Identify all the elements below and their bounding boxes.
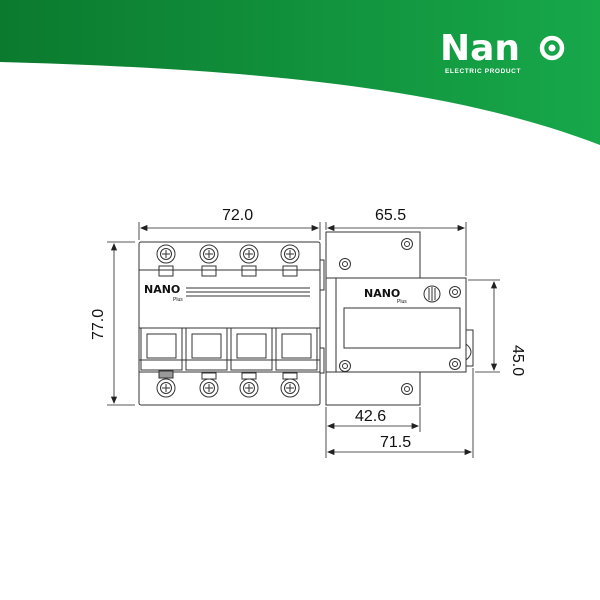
terminal-tab (282, 265, 298, 277)
arrow-icon (311, 224, 320, 232)
screw-icon (239, 244, 259, 264)
screw-icon (243, 382, 255, 394)
knob-grip-icon (428, 287, 436, 301)
terminal-tab (158, 265, 174, 277)
screw-cross-icon (245, 250, 253, 258)
arrow-icon (110, 396, 118, 405)
brand-logo: Nan ELECTRIC PRODUCT (440, 28, 565, 75)
front-module-sub: Plus (173, 297, 183, 303)
rivet-icon (339, 258, 351, 270)
terminal-tab (241, 265, 257, 277)
side-module-sub: Plus (397, 299, 407, 305)
arrow-icon (411, 422, 420, 430)
rivet-icon (342, 261, 348, 267)
rivet-icon (401, 383, 413, 395)
screw-icon (284, 382, 296, 394)
dim-side-top: 65.5 (375, 207, 406, 224)
side-view (325, 231, 474, 406)
arrow-icon (457, 224, 466, 232)
front-ear-right-low (319, 347, 325, 374)
knob-icon (423, 285, 441, 303)
dim-side-bottom-outer: 71.5 (380, 434, 411, 451)
rivet-icon (449, 286, 461, 298)
side-clip (465, 329, 474, 367)
brand-tagline: ELECTRIC PRODUCT (445, 68, 521, 75)
toggle-frame (185, 327, 228, 371)
rivet-icon (339, 360, 351, 372)
rivet-icon (449, 358, 461, 370)
screw-cross-icon (286, 250, 294, 258)
brand-o-ring-icon (539, 35, 565, 61)
toggle-frame (275, 327, 318, 371)
arrow-icon (464, 448, 473, 456)
front-top-screws (156, 244, 300, 264)
screw-icon (156, 378, 176, 398)
screw-cross-icon (286, 384, 294, 392)
dim-side-right: 45.0 (509, 345, 526, 376)
arrow-icon (490, 363, 498, 372)
brand-o-dot-icon (548, 44, 556, 52)
rivet-icon (404, 386, 410, 392)
toggle-window (236, 333, 267, 359)
rivet-icon (401, 238, 413, 250)
front-view (138, 241, 325, 406)
side-dimensions (325, 222, 500, 458)
side-rear-outline (325, 232, 421, 406)
screw-icon (239, 378, 259, 398)
dim-side-bottom-inner: 42.6 (355, 408, 386, 425)
toggle-window (281, 333, 312, 359)
screw-cross-icon (245, 384, 253, 392)
front-toggles (140, 327, 318, 371)
arrow-icon (326, 422, 335, 430)
screw-icon (243, 248, 255, 260)
screw-icon (280, 378, 300, 398)
dim-front-width: 72.0 (222, 207, 253, 224)
rivet-icon (404, 241, 410, 247)
screw-icon (199, 378, 219, 398)
screw-icon (160, 382, 172, 394)
rivet-icon (342, 363, 348, 369)
screw-cross-icon (162, 384, 170, 392)
screw-cross-icon (162, 250, 170, 258)
rivet-icon (452, 289, 458, 295)
toggle-window (191, 333, 222, 359)
front-module-brand: NANO (144, 283, 180, 296)
screw-cross-icon (205, 384, 213, 392)
screw-icon (203, 248, 215, 260)
front-dimensions (107, 222, 321, 406)
brand-name: Nan (440, 28, 520, 69)
front-bottom-screws (156, 370, 300, 398)
front-lower-rail (138, 359, 321, 373)
side-front-block (335, 277, 467, 373)
screw-cross-icon (205, 250, 213, 258)
arrow-icon (139, 224, 148, 232)
arrow-icon (326, 224, 335, 232)
screw-icon (199, 244, 219, 264)
side-end-cap (465, 343, 472, 361)
arrow-icon (326, 448, 335, 456)
arrow-icon (110, 242, 118, 251)
side-window (343, 307, 461, 349)
screw-icon (203, 382, 215, 394)
front-ear-right (319, 259, 325, 291)
terminal-tab (201, 265, 217, 277)
header-band (0, 0, 600, 145)
toggle-frame (140, 327, 183, 371)
toggle-frame (230, 327, 273, 371)
screw-icon (284, 248, 296, 260)
rivet-icon (452, 361, 458, 367)
terminal-marker (158, 370, 174, 379)
front-upper-block (138, 269, 321, 329)
screw-icon (160, 248, 172, 260)
arrow-icon (490, 280, 498, 289)
side-module-brand: NANO (364, 287, 400, 300)
screw-icon (280, 244, 300, 264)
toggle-window (146, 333, 177, 359)
screw-icon (156, 244, 176, 264)
dim-front-height: 77.0 (90, 309, 107, 340)
